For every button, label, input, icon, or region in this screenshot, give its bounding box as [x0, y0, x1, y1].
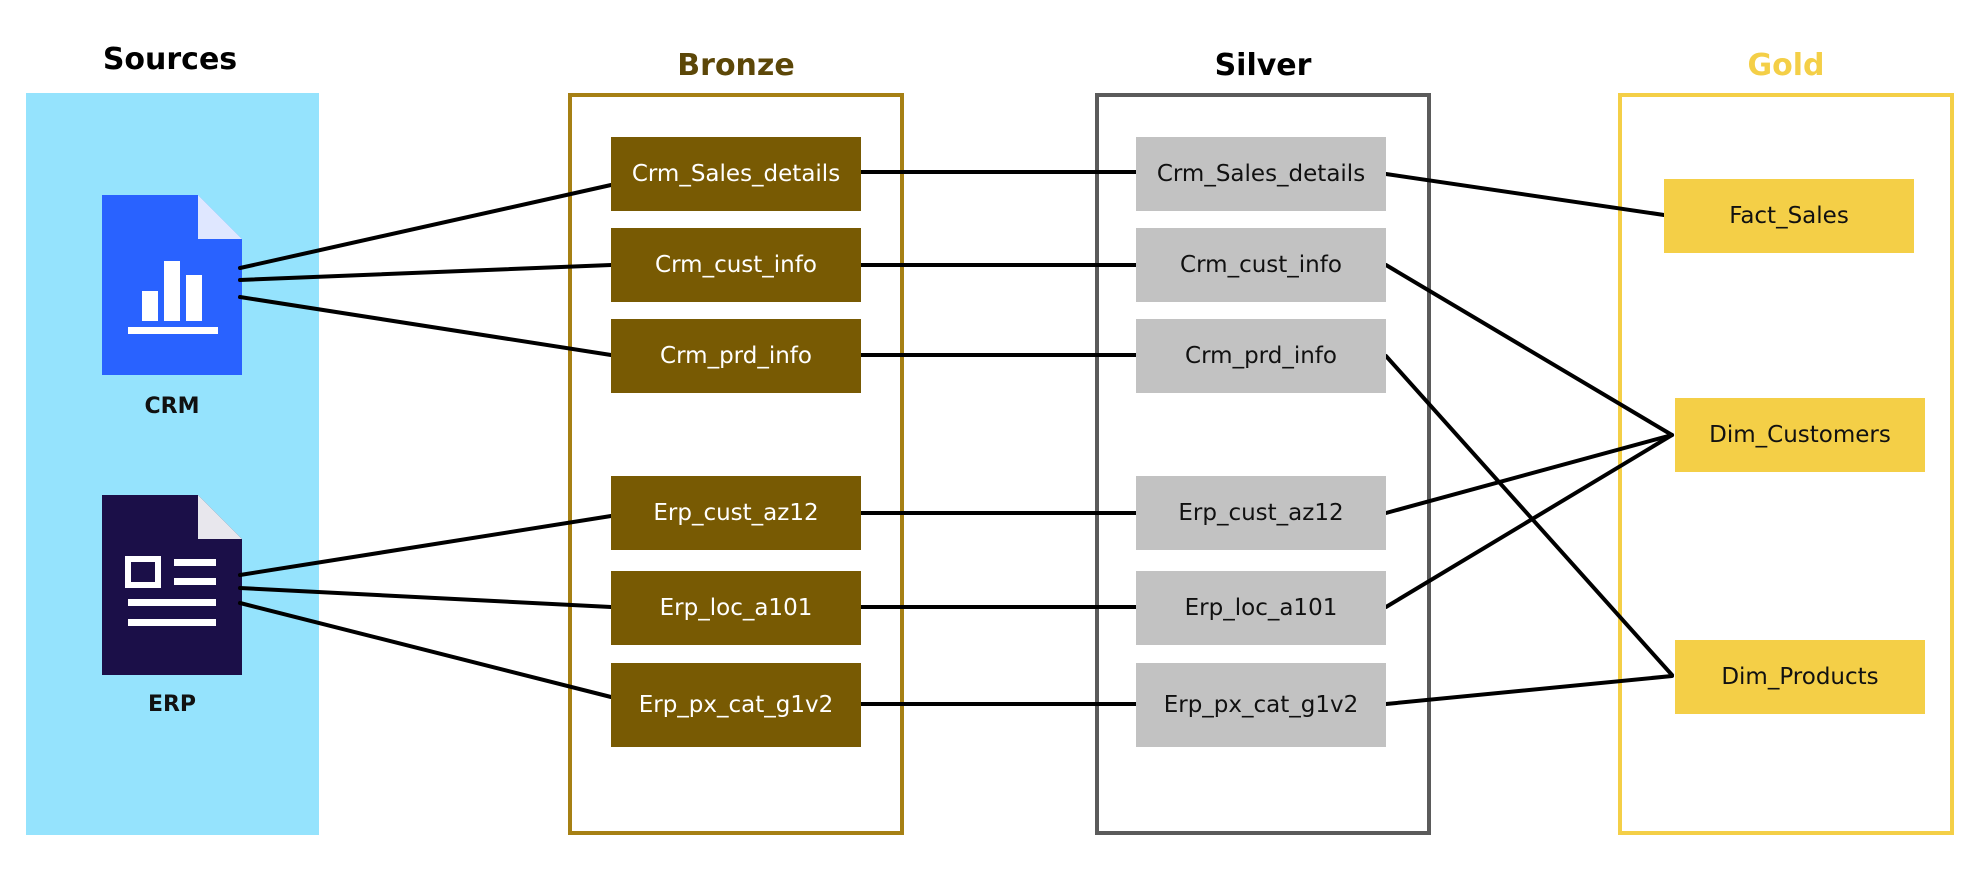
- silver-table-crm-prd-info: Crm_prd_info: [1136, 319, 1386, 393]
- silver-layer-container: [1095, 93, 1431, 835]
- connector-silver-crm-sales-details-to-fact-sales: [1384, 172, 1666, 217]
- gold-table-fact-sales: Fact_Sales: [1664, 179, 1914, 253]
- bronze-table-crm-prd-info: Crm_prd_info: [611, 319, 861, 393]
- connector-silver-crm-prd-info-to-dim-products: [1384, 354, 1674, 677]
- gold-layer-title: Gold: [1747, 48, 1825, 83]
- connector-silver-crm-cust-info-to-dim-customers: [1384, 263, 1674, 437]
- connector-silver-erp-cust-az12-to-dim-customers: [1384, 433, 1674, 515]
- bronze-table-erp-cust-az12: Erp_cust_az12: [611, 476, 861, 550]
- connector-erp-to-bronze-erp-loc-a101: [238, 586, 613, 609]
- connector-silver-erp-loc-a101-to-dim-customers: [1384, 433, 1674, 609]
- gold-table-dim-products: Dim_Products: [1675, 640, 1925, 714]
- bronze-layer-title: Bronze: [677, 48, 795, 83]
- gold-table-dim-customers: Dim_Customers: [1675, 398, 1925, 472]
- silver-table-erp-px-cat-g1v2: Erp_px_cat_g1v2: [1136, 663, 1386, 747]
- connector-crm-to-bronze-crm-cust-info: [238, 263, 613, 282]
- sources-title: Sources: [102, 42, 238, 77]
- connector-erp-to-bronze-erp-cust-az12: [238, 514, 613, 577]
- silver-table-erp-loc-a101: Erp_loc_a101: [1136, 571, 1386, 645]
- connector-silver-erp-px-cat-g1v2-to-dim-products: [1384, 674, 1674, 706]
- bronze-table-crm-cust-info: Crm_cust_info: [611, 228, 861, 302]
- silver-table-erp-cust-az12: Erp_cust_az12: [1136, 476, 1386, 550]
- connector-erp-to-bronze-erp-px-cat-g1v2: [238, 601, 613, 699]
- crm-bar-chart-document-icon: [102, 195, 242, 375]
- connector-crm-to-bronze-crm-sales-details: [238, 183, 613, 270]
- crm-source-label: CRM: [144, 394, 200, 419]
- connector-crm-to-bronze-crm-prd-info: [238, 295, 613, 357]
- silver-table-crm-sales-details: Crm_Sales_details: [1136, 137, 1386, 211]
- erp-source-label: ERP: [147, 692, 197, 717]
- bronze-table-crm-sales-details: Crm_Sales_details: [611, 137, 861, 211]
- bronze-table-erp-px-cat-g1v2: Erp_px_cat_g1v2: [611, 663, 861, 747]
- silver-layer-title: Silver: [1214, 48, 1312, 83]
- silver-table-crm-cust-info: Crm_cust_info: [1136, 228, 1386, 302]
- bronze-layer-container: [568, 93, 904, 835]
- bronze-table-erp-loc-a101: Erp_loc_a101: [611, 571, 861, 645]
- erp-form-document-icon: [102, 495, 242, 675]
